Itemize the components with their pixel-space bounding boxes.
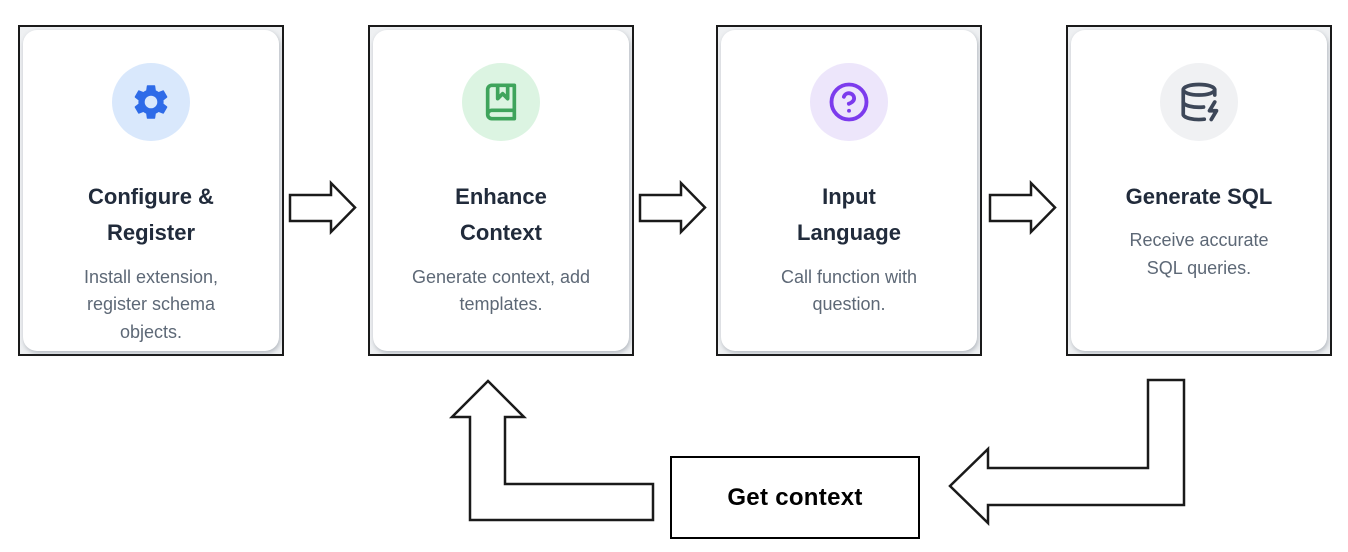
step-description: Call function with question. [780,266,918,315]
database-zap-icon [1181,82,1219,122]
step-title: Configure & Register [88,184,214,246]
step-card-body: Enhance Context Generate context, add te… [373,30,629,351]
get-context-label: Get context [727,483,863,511]
loop-arrow-up-icon-to-enhance-context [448,379,655,522]
step-description: Install extension, register schema objec… [83,266,219,343]
get-context-box: Get context [670,456,920,539]
icon-circle [1160,63,1238,141]
step-card-generate-sql: Generate SQL Receive accurate SQL querie… [1066,25,1332,356]
loop-arrow-left-icon-from-generate-sql [948,378,1186,526]
icon-circle [112,63,190,141]
step-card-configure-register: Configure & Register Install extension, … [18,25,284,356]
step-title: Enhance Context [455,184,547,246]
icon-circle [810,63,888,141]
step-card-input-language: Input Language Call function with questi… [716,25,982,356]
book-marked-icon [485,83,517,121]
arrow-right-icon-step3-to-step4 [988,179,1057,236]
step-card-body: Input Language Call function with questi… [721,30,977,351]
arrow-right-icon-step2-to-step3 [638,179,707,236]
gear-icon [134,85,168,119]
step-description: Generate context, add templates. [411,266,591,315]
step-card-enhance-context: Enhance Context Generate context, add te… [368,25,634,356]
step-card-body: Configure & Register Install extension, … [23,30,279,351]
step-title: Generate SQL [1125,184,1273,209]
step-card-body: Generate SQL Receive accurate SQL querie… [1071,30,1327,351]
help-circle-icon [829,82,869,122]
icon-circle [462,63,540,141]
step-description: Receive accurate SQL queries. [1129,230,1269,279]
arrow-right-icon-step1-to-step2 [288,179,357,236]
step-title: Input Language [797,184,901,246]
